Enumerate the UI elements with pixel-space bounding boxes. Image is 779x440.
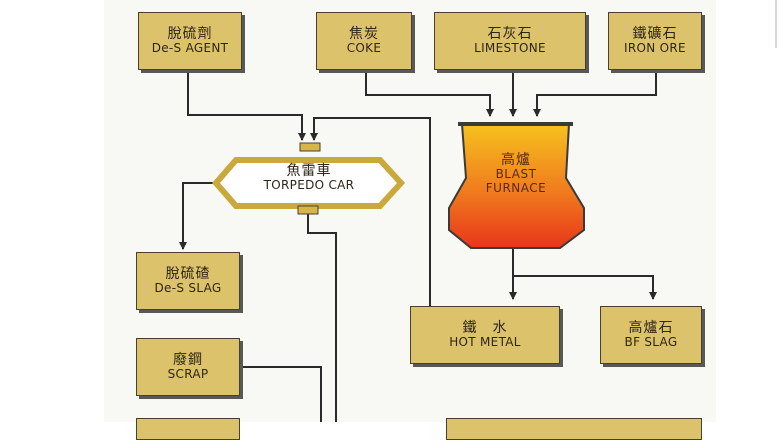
flow-furnace-to-bf-slag (513, 275, 657, 300)
blast-furnace-en1: BLAST (495, 167, 537, 182)
desulf-slag-en: De-S SLAG (154, 281, 222, 296)
bf-slag-en: BF SLAG (624, 335, 678, 350)
flow-torpedo-down (307, 212, 337, 422)
iron-ore-en: IRON ORE (624, 41, 686, 56)
coke-zh: 焦炭 (349, 26, 379, 43)
flow-connectors (179, 72, 657, 422)
torpedo-car-label: 魚雷車 TORPEDO CAR (226, 163, 392, 193)
flow-iron-ore-to-furnace (533, 72, 657, 117)
coke-box: 焦炭 COKE (316, 12, 412, 70)
scrap-zh: 廢鋼 (173, 352, 203, 369)
scrap-box: 廢鋼 SCRAP (136, 338, 240, 396)
torpedo-car-zh: 魚雷車 (286, 163, 332, 179)
limestone-zh: 石灰石 (487, 26, 533, 43)
blast-furnace-zh: 高爐 (501, 152, 531, 168)
blast-furnace-en2: FURNACE (485, 180, 547, 195)
cropped-box-bottom-right (446, 418, 702, 440)
flow-coke-to-furnace (365, 72, 494, 117)
torpedo-car-en: TORPEDO CAR (263, 178, 355, 193)
torpedo-car-outline (212, 157, 406, 209)
flow-hot-metal-to-torpedo (310, 117, 431, 312)
desulf-agent-box: 脫硫劑 De-S AGENT (138, 12, 242, 70)
flow-torpedo-to-desulf-slag (179, 182, 216, 250)
desulf-slag-zh: 脫硫碴 (165, 266, 211, 283)
blast-furnace-label: 高爐 BLAST FURNACE (466, 152, 566, 196)
iron-ore-zh: 鐵礦石 (632, 26, 678, 43)
hot-metal-zh: 鐵 水 (462, 320, 508, 337)
blast-furnace-vessel (448, 123, 585, 249)
desulf-agent-en: De-S AGENT (151, 41, 229, 56)
bf-slag-zh: 高爐石 (628, 320, 674, 337)
process-flow-diagram: 脫硫劑 De-S AGENT 焦炭 COKE 石灰石 LIMESTONE 鐵礦石… (104, 0, 777, 440)
iron-ore-box: 鐵礦石 IRON ORE (608, 12, 702, 70)
torpedo-car-top-spout (299, 142, 321, 152)
hot-metal-en: HOT METAL (449, 335, 521, 350)
torpedo-car-bottom-spout (297, 205, 319, 215)
bf-slag-box: 高爐石 BF SLAG (600, 306, 702, 364)
desulf-slag-box: 脫硫碴 De-S SLAG (136, 252, 240, 310)
coke-en: COKE (346, 41, 382, 56)
flow-desulf-agent-to-torpedo (187, 72, 306, 141)
limestone-box: 石灰石 LIMESTONE (434, 12, 586, 70)
edge-divider (775, 0, 777, 48)
limestone-en: LIMESTONE (474, 41, 546, 56)
scrap-en: SCRAP (167, 367, 209, 382)
desulf-agent-zh: 脫硫劑 (167, 26, 213, 43)
flow-scrap-out (242, 366, 322, 422)
hot-metal-box: 鐵 水 HOT METAL (410, 306, 560, 364)
cropped-box-bottom-left (136, 418, 240, 440)
